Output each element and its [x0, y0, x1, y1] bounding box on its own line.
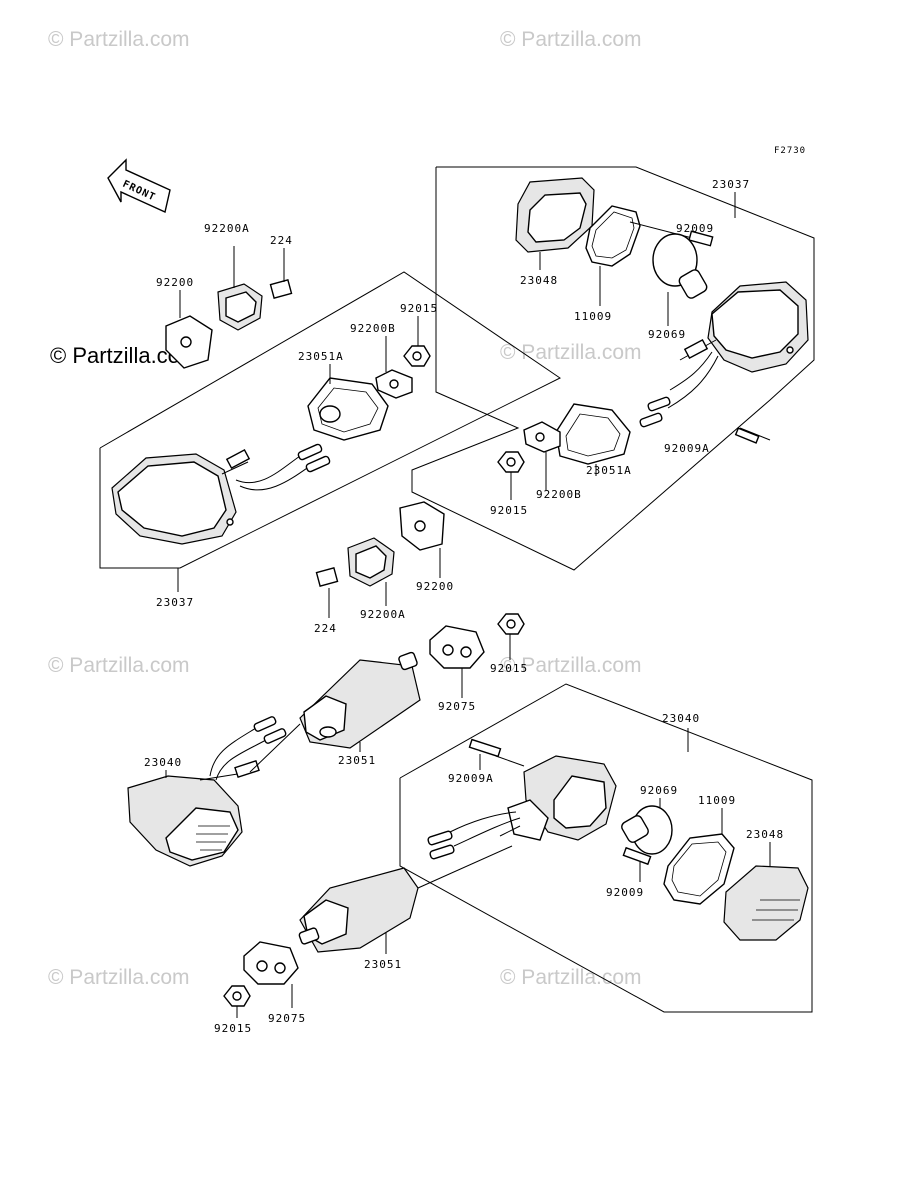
- part-label: 92009: [676, 222, 714, 235]
- screw-92009A-top: [734, 427, 771, 444]
- housing-23037-right: [639, 281, 809, 428]
- bolt-224-tl: [269, 248, 293, 299]
- stay-23051-c: [299, 651, 421, 752]
- part-label: 23051A: [586, 464, 632, 477]
- watermark: © Partzilla.com: [500, 341, 642, 364]
- part-labels: 23037 92009 23048 11009 92069 92009A 230…: [144, 178, 784, 1035]
- bracket-92200A-tl: [217, 246, 263, 331]
- nut-92015-c: [497, 613, 525, 660]
- grommet-92075-b: [243, 941, 299, 1008]
- bulb-92069-br: [621, 798, 673, 855]
- part-label: 23051A: [298, 350, 344, 363]
- part-label: 23040: [144, 756, 182, 769]
- plate-92200-tl: [165, 290, 213, 369]
- watermark: © Partzilla.com: [48, 28, 190, 51]
- front-arrow: FRONT: [107, 158, 171, 213]
- part-label: 92075: [438, 700, 476, 713]
- figure-code: F2730: [774, 146, 806, 156]
- part-label: 92069: [648, 328, 686, 341]
- part-label: 92015: [490, 504, 528, 517]
- screw-92009A-br: [468, 738, 525, 770]
- plate-92200B-right: [523, 421, 561, 490]
- stay-23051-b: [298, 845, 513, 954]
- nut-92015-tl: [403, 316, 431, 367]
- housing-23040-right: [427, 755, 617, 860]
- part-label: 92200: [156, 276, 194, 289]
- screw-92009-top: [629, 221, 714, 247]
- part-label: 23037: [712, 178, 750, 191]
- lens-23048-top: [515, 177, 595, 270]
- part-label: 92015: [490, 662, 528, 675]
- watermark: © Partzilla.com: [500, 654, 642, 677]
- nut-92015-right: [497, 451, 525, 500]
- part-label: 92015: [400, 302, 438, 315]
- part-label: 11009: [698, 794, 736, 807]
- plate-92200B-tl: [375, 336, 413, 399]
- part-label: 11009: [574, 310, 612, 323]
- part-label: 224: [270, 234, 293, 247]
- part-label: 92009: [606, 886, 644, 899]
- watermark: © Partzilla.com: [500, 28, 642, 51]
- part-label: 23040: [662, 712, 700, 725]
- part-label: 92200: [416, 580, 454, 593]
- group-outlines: [99, 166, 815, 1013]
- watermark: © Partzilla.com: [48, 966, 190, 989]
- part-label: 92009A: [448, 772, 494, 785]
- screw-92009-br: [622, 846, 652, 882]
- gasket-11009-top: [585, 205, 641, 306]
- watermark: © Partzilla.com: [500, 966, 642, 989]
- leader-line: [249, 723, 301, 773]
- part-label: 23048: [520, 274, 558, 287]
- watermark: © Partzilla.com: [48, 654, 190, 677]
- gasket-11009-br: [663, 808, 735, 905]
- bracket-92200A-c: [347, 537, 395, 606]
- part-label: 92075: [268, 1012, 306, 1025]
- part-label: 23051: [338, 754, 376, 767]
- part-label: 23048: [746, 828, 784, 841]
- part-label: 92200B: [536, 488, 582, 501]
- housing-23037-left: [111, 443, 331, 545]
- part-label: 224: [314, 622, 337, 635]
- grommet-23051A-right: [555, 403, 631, 476]
- part-label: 92009A: [664, 442, 710, 455]
- grommet-23051A-tl: [307, 364, 389, 441]
- plate-92200-c: [399, 501, 445, 578]
- part-label: 92015: [214, 1022, 252, 1035]
- part-label: 92200B: [350, 322, 396, 335]
- housing-23040-left: [127, 716, 287, 867]
- part-label: 23037: [156, 596, 194, 609]
- lens-23048-br: [723, 842, 809, 941]
- bolt-224-c: [315, 567, 339, 618]
- part-label: 92200A: [360, 608, 406, 621]
- part-label: 92069: [640, 784, 678, 797]
- grommet-92075-c: [429, 625, 485, 698]
- part-label: 23051: [364, 958, 402, 971]
- part-label: 92200A: [204, 222, 250, 235]
- bulb-92069-top: [652, 233, 708, 326]
- nut-92015-b: [223, 985, 251, 1018]
